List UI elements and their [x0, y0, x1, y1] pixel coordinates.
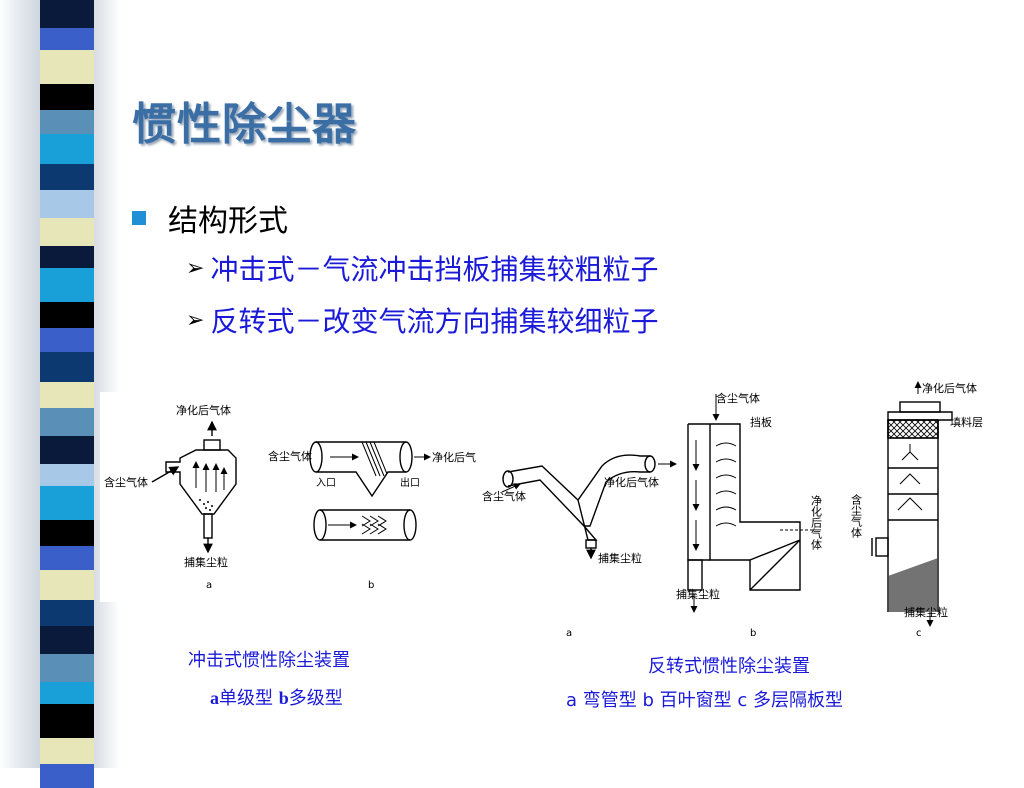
stripe-block — [40, 0, 94, 28]
label-b-right: b — [750, 628, 756, 639]
label-a: a — [206, 580, 212, 591]
bend-pipe-diagram — [501, 454, 677, 560]
stripe-block — [40, 110, 94, 134]
stripe-block — [40, 738, 94, 764]
label-clean-gas-short: 净化后气 — [432, 450, 476, 464]
reverse-collector-figure: 含尘气体 净化后气体 捕集尘粒 a 含尘气体 挡板 捕集尘粒 净化后气体 b 净… — [482, 381, 983, 639]
stripe-block — [40, 190, 94, 218]
caption-reverse-types: a 弯管型 b 百叶窗型 c 多层隔板型 — [566, 690, 843, 711]
stripe-block — [40, 486, 94, 520]
square-bullet-icon — [132, 211, 146, 225]
main-bullet-text: 结构形式 — [168, 204, 288, 239]
sub-bullet-text: 冲击式－气流冲击挡板捕集较粗粒子 — [210, 253, 659, 286]
caption-reverse-title: 反转式惯性除尘装置 — [648, 656, 810, 677]
label-b: b — [368, 580, 374, 591]
label-collected-dust-b: 捕集尘粒 — [676, 587, 720, 601]
stripe-block — [40, 436, 94, 464]
stripe-block — [40, 546, 94, 570]
caption-a-letter: a — [210, 688, 219, 708]
stripe-block — [40, 218, 94, 246]
label-dusty-gas-vertical: 含尘气体 — [850, 493, 863, 538]
stripe-block — [40, 626, 94, 654]
stripe-block — [40, 302, 94, 328]
stripe-block — [40, 84, 94, 110]
label-clean-gas-vertical: 净化后气体 — [810, 494, 823, 550]
stripe-block — [40, 464, 94, 486]
caption-a-text: 单级型 — [219, 688, 279, 709]
arrow-bullet-icon: ➢ — [186, 255, 205, 281]
sub-bullet-impact: ➢ 冲击式－气流冲击挡板捕集较粗粒子 — [186, 248, 658, 288]
label-inlet: 入口 — [316, 478, 336, 489]
caption-b-text: 多级型 — [288, 688, 343, 709]
single-stage-diagram — [151, 420, 237, 554]
arrow-bullet-icon: ➢ — [186, 307, 205, 333]
label-baffle: 挡板 — [750, 415, 772, 429]
label-dusty-gas: 含尘气体 — [104, 475, 148, 489]
stripe-block — [40, 352, 94, 382]
label-clean-gas: 净化后气体 — [176, 403, 231, 417]
label-a-right: a — [566, 628, 572, 639]
louver-diagram — [687, 394, 814, 613]
label-dusty-gas-a: 含尘气体 — [482, 489, 526, 503]
label-packing-layer: 填料层 — [950, 415, 983, 429]
label-clean-gas-a: 净化后气体 — [604, 475, 659, 489]
stripe-block — [40, 268, 94, 302]
stripe-blocks — [40, 0, 94, 788]
decorative-stripe — [0, 0, 120, 788]
main-bullet: 结构形式 — [132, 196, 288, 240]
label-outlet: 出口 — [400, 476, 420, 489]
stripe-block — [40, 50, 94, 84]
label-collected-dust-c: 捕集尘粒 — [904, 605, 948, 619]
label-clean-gas-c: 净化后气体 — [922, 381, 977, 395]
stripe-fade — [94, 0, 120, 768]
stripe-block — [40, 134, 94, 164]
label-dusty-gas-b: 含尘气体 — [268, 449, 312, 463]
stripe-block — [40, 408, 94, 436]
caption-impact-types: a单级型 b多级型 — [210, 684, 343, 710]
label-c-right: c — [916, 628, 922, 639]
stripe-block — [40, 382, 94, 408]
stripe-block — [40, 328, 94, 352]
label-collected-dust: 捕集尘粒 — [184, 555, 228, 569]
caption-impact-title: 冲击式惯性除尘装置 — [188, 650, 350, 671]
stripe-block — [40, 246, 94, 268]
label-collected-dust-a: 捕集尘粒 — [598, 551, 642, 565]
stripe-block — [40, 570, 94, 600]
stripe-block — [40, 600, 94, 626]
caption-b-letter: b — [278, 688, 289, 708]
stripe-block — [40, 28, 94, 50]
impact-collector-figure: 净化后气体 含尘气体 捕集尘粒 a 含尘气体 入口 出口 净化后气 b — [100, 392, 490, 602]
sub-bullet-reverse: ➢ 反转式－改变气流方向捕集较细粒子 — [186, 300, 658, 340]
sub-bullet-text: 反转式－改变气流方向捕集较细粒子 — [210, 305, 659, 338]
multi-stage-diagram — [309, 441, 431, 541]
page-title: 惯性除尘器 — [132, 99, 357, 150]
stripe-block — [40, 682, 94, 704]
stripe-block — [40, 520, 94, 546]
stripe-edge — [0, 0, 40, 768]
label-dusty-gas-b-right: 含尘气体 — [716, 391, 760, 405]
stripe-block — [40, 164, 94, 190]
stripe-block — [40, 704, 94, 738]
stripe-block — [40, 654, 94, 682]
